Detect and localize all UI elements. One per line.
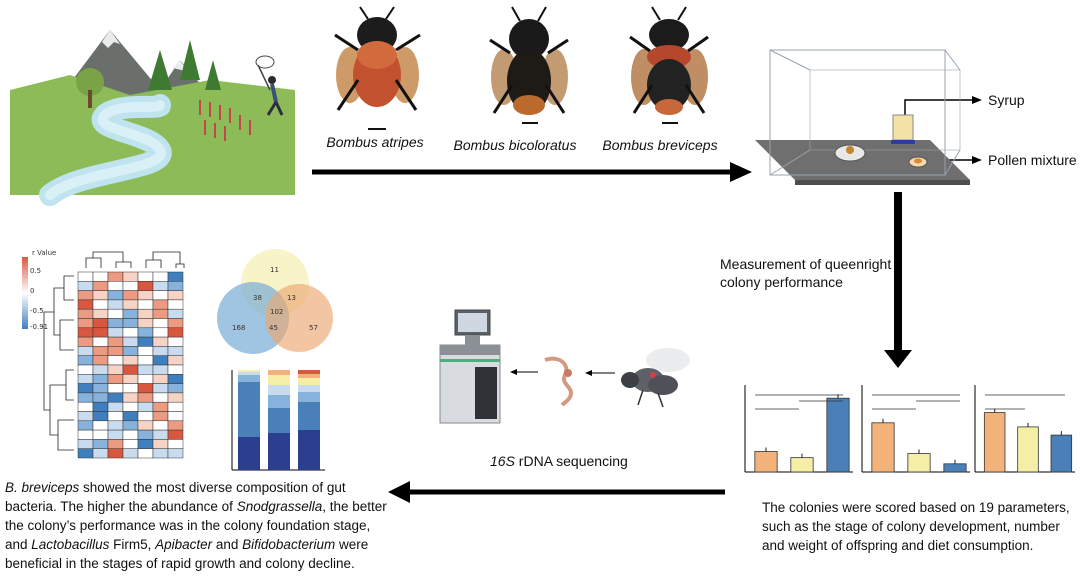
heatmap-legend: r Value 0.5 0 -0.5 -0.91 [22,249,56,331]
summary-snodgrassella: Snodgrassella [236,499,323,514]
landscape-illustration [10,20,295,206]
stack-segment [298,374,320,378]
dendrogram-branch [115,261,132,268]
dendrogram-branch [145,259,162,268]
heatmap-legend-tick: -0.5 [30,307,44,315]
stack-segment [238,375,260,382]
stack-segment [268,375,290,385]
dendrogram-branch [53,287,64,336]
venn-value: 102 [270,308,283,316]
summary-and: and [212,537,243,552]
summary-sentence-3-rest: were beneficial in the stages of rapid g… [5,537,369,571]
measurement-label: Measurement of queenright colony perform… [720,256,892,290]
sequencer-machine-image [439,309,501,424]
heatmap-legend-tick: 0 [30,287,34,295]
stack-segment [238,437,260,470]
venn-value: 13 [287,294,296,302]
stack-segment [298,378,320,385]
stack-segment [268,385,290,395]
species-label-atripes: Bombus atripes [326,134,424,150]
dendrogram-branch [92,251,124,262]
bee-bicoloratus-image [489,6,569,124]
stack-segment [268,370,290,375]
stack-segment [268,408,290,433]
venn-value: 168 [232,324,245,332]
summary-firm5: Firm5, [109,537,156,552]
bee-breviceps-image [629,6,709,124]
gut-tract-image [544,356,573,407]
species-label-breviceps: Bombus breviceps [602,137,718,153]
stack-segment [298,430,320,470]
summary-bifidobacterium: Bifidobacterium [242,537,336,552]
summary-apibacter: Apibacter [155,537,213,552]
summary-lactobacillus: Lactobacillus [31,537,110,552]
dendrogram-branch [43,311,54,411]
dissected-bee-image [621,348,690,408]
heatmap-cell [167,448,184,459]
stack-segment [238,372,260,375]
heatmap-legend-title: r Value [32,249,56,257]
stack-segment [298,370,320,374]
bee-atripes-image [334,6,421,130]
pollen-mixture-label: Pollen mixture [988,152,1077,168]
stack-segment [298,402,320,430]
sequencing-label-italic: 16S [490,453,515,469]
stack-segment [238,370,260,372]
dendrogram-branch [85,257,102,268]
rearing-enclosure [755,49,970,185]
summary-species: B. breviceps [5,480,80,495]
venn-value: 38 [253,294,262,302]
summary-text: B. breviceps showed the most diverse com… [5,478,390,573]
summary-sentence-2: The higher the abundance of [60,499,237,514]
sequencing-label-rest: rDNA sequencing [514,453,628,469]
venn-value: 11 [270,266,279,274]
venn-value: 45 [269,324,278,332]
stack-segment [298,385,320,392]
summary-sentence-2-rest: , the better the colony’s performance wa… [5,499,387,552]
species-label-bicoloratus: Bombus bicoloratus [453,137,577,153]
venn-value: 57 [309,324,318,332]
stack-segment [298,392,320,402]
scoring-text: The colonies were scored based on 19 par… [762,500,1070,553]
stack-segment [238,382,260,437]
syrup-label: Syrup [988,92,1025,108]
venn-diagram: 11 38 13 102 45 168 57 [217,249,333,354]
summary-sentence-1: showed the most diverse composition of g… [5,480,346,514]
heatmap-legend-tick: 0.5 [30,267,41,275]
sequencing-label: 16S rDNA sequencing [490,452,628,470]
dendrogram-branch [152,251,181,264]
stack-segment [268,433,290,470]
heatmap-legend-tick: -0.91 [30,323,48,331]
stack-segment [268,395,290,408]
